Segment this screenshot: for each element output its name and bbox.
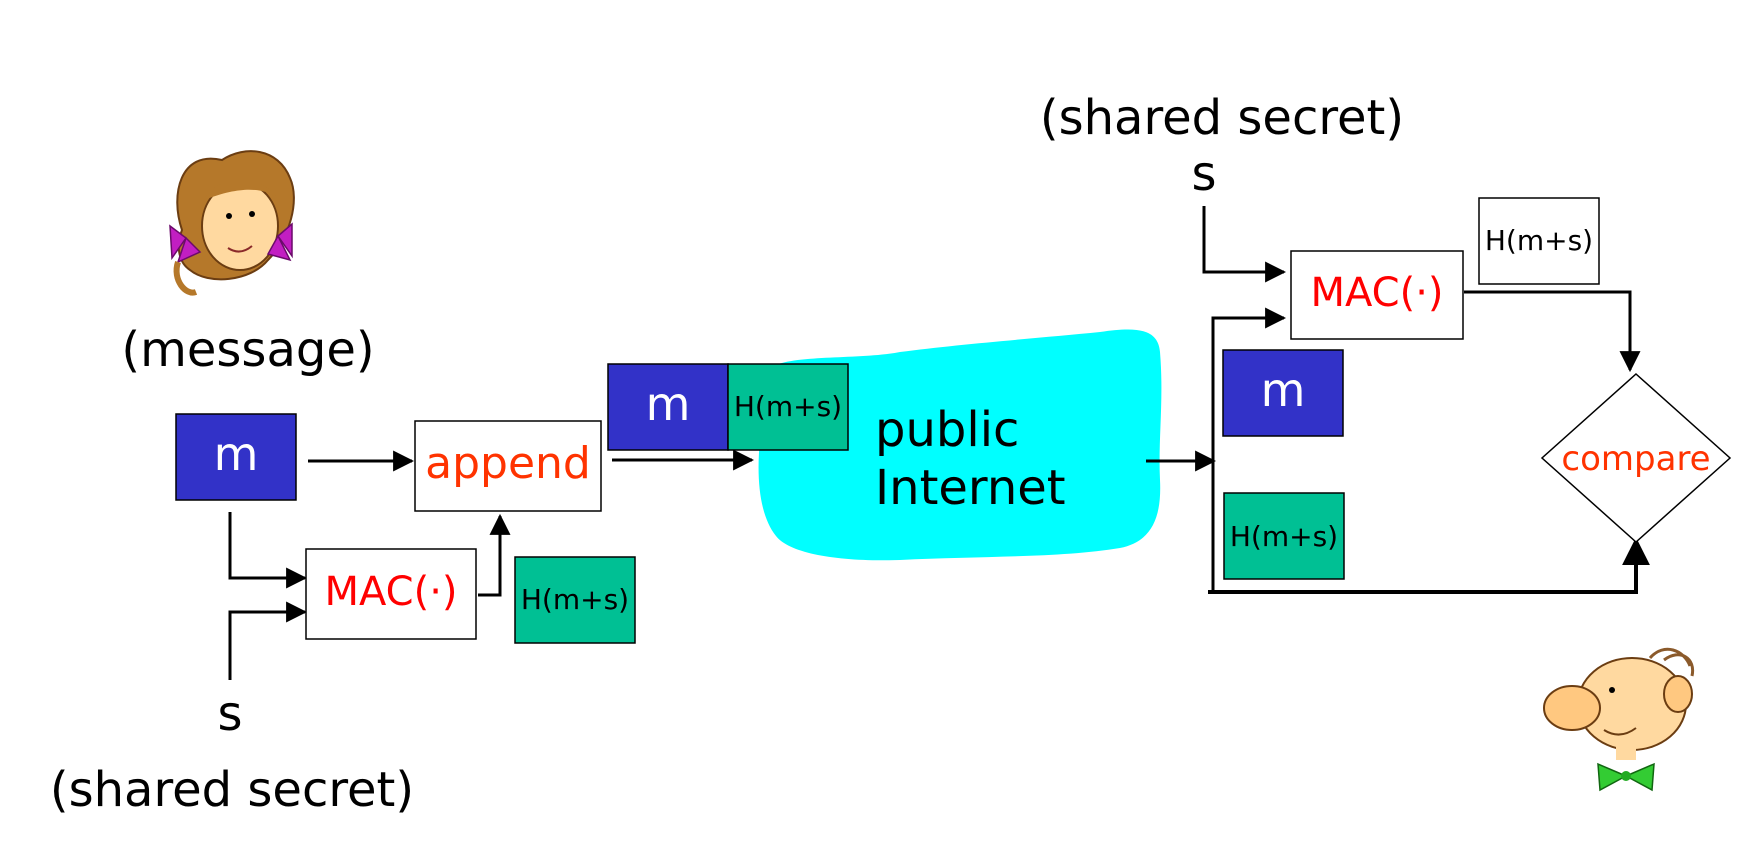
- sender-mac-label: MAC(·): [324, 569, 457, 615]
- receiver-secret-label: (shared secret): [1040, 90, 1404, 146]
- append-label: append: [425, 438, 591, 489]
- message-label: (message): [121, 322, 374, 378]
- channel-message-box: [607, 363, 729, 451]
- receiver-mac-box: [1290, 250, 1464, 340]
- compare-label: compare: [1561, 439, 1710, 479]
- sender-message-label: m: [214, 427, 259, 481]
- channel-hash-box: [727, 363, 849, 451]
- sender-message-box: [175, 413, 297, 501]
- receiver-message-box: [1222, 349, 1344, 437]
- sender-hash-box: [514, 556, 636, 644]
- channel-hash-label: H(m+s): [734, 390, 842, 423]
- receiver-secret-symbol: s: [1191, 146, 1216, 202]
- bob-cartoon-icon: [1543, 647, 1695, 792]
- alice-cartoon-icon: [169, 150, 295, 296]
- sender-secret-label: (shared secret): [50, 762, 414, 818]
- compare-diamond: [1540, 372, 1732, 544]
- sender-hash-label: H(m+s): [521, 583, 629, 616]
- receiver-computed-hash-label: H(m+s): [1485, 224, 1593, 257]
- receiver-message-label: m: [1261, 363, 1306, 417]
- channel-message-label: m: [646, 377, 691, 431]
- public-internet-cloud: [758, 329, 1162, 561]
- receiver-hash-label: H(m+s): [1230, 520, 1338, 553]
- cloud-text-line2: Internet: [875, 460, 1066, 516]
- receiver-hash-box: [1223, 492, 1345, 580]
- sender-mac-box: [305, 548, 477, 640]
- sender-secret-symbol: s: [217, 686, 242, 742]
- receiver-mac-label: MAC(·): [1310, 270, 1443, 316]
- cloud-text-line1: public: [875, 402, 1019, 458]
- receiver-computed-hash-box: [1478, 197, 1600, 285]
- append-box: [414, 420, 602, 512]
